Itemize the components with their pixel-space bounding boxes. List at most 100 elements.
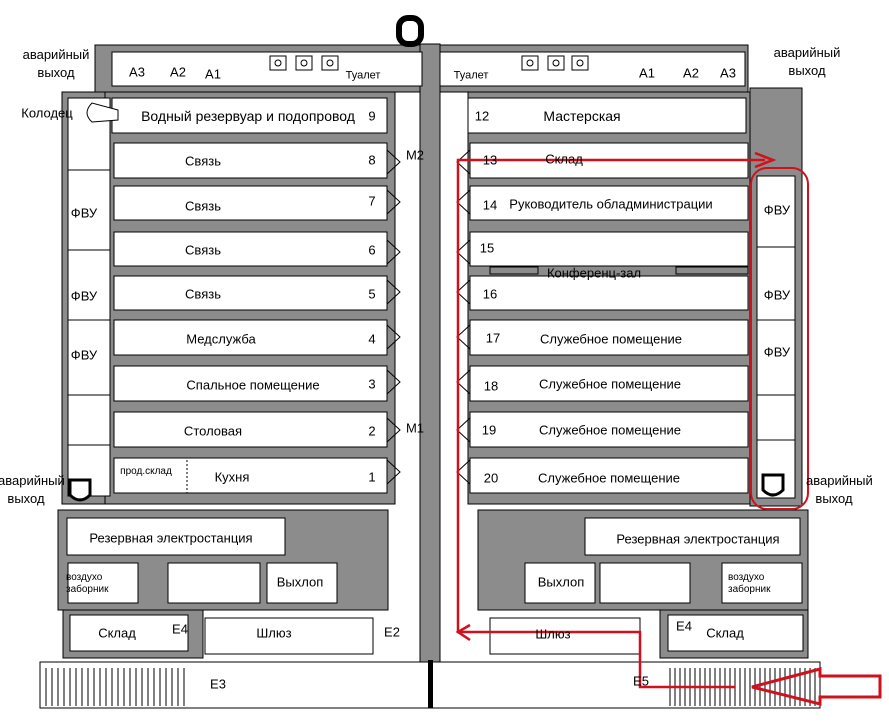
airlock-left-box bbox=[204, 617, 374, 655]
room-20-name: Служебное помещение bbox=[538, 470, 680, 486]
left-exit-shaft bbox=[68, 478, 92, 502]
toilet-bowl bbox=[552, 59, 560, 67]
left-room-box bbox=[113, 457, 388, 494]
label-a2-left: А2 bbox=[170, 64, 186, 80]
airlock-right-box bbox=[489, 617, 641, 655]
room-2-name: Столовая bbox=[183, 423, 243, 439]
toilet-bowl bbox=[274, 59, 282, 67]
label-m2: М2 bbox=[405, 147, 425, 163]
room-6-number: 6 bbox=[368, 242, 376, 258]
label-fvu-right-3: ФВУ bbox=[763, 344, 791, 360]
route-arrowhead-right bbox=[754, 151, 777, 169]
door-marker bbox=[386, 417, 401, 443]
left-room-box bbox=[113, 365, 388, 402]
toilet-bowl bbox=[576, 59, 584, 67]
room-5-number: 5 bbox=[368, 286, 376, 302]
door-marker bbox=[386, 459, 401, 485]
label-reserve-power-right: Резервная электростанция bbox=[616, 531, 780, 547]
door-marker bbox=[386, 324, 401, 350]
room-9-number: 9 bbox=[368, 108, 376, 124]
tunnel-divider bbox=[428, 660, 433, 708]
top-tower bbox=[396, 15, 424, 47]
room-19-name: Служебное помещение bbox=[539, 422, 681, 438]
conference-divider-left bbox=[489, 266, 539, 275]
label-toilet-right: Туалет bbox=[453, 69, 489, 82]
room-12-name: Мастерская bbox=[543, 108, 621, 124]
room-3-number: 3 bbox=[368, 376, 376, 392]
right-room-box bbox=[469, 365, 749, 402]
room-15-name: Конференц-зал bbox=[546, 265, 642, 281]
air-intake-left-box bbox=[67, 562, 139, 604]
label-storage-right: Склад bbox=[706, 625, 744, 641]
label-emergency-exit-top-right: аварийный выход bbox=[773, 45, 841, 78]
label-e4-right: Е4 bbox=[676, 618, 692, 634]
room-13-name: Склад bbox=[545, 151, 583, 167]
label-air-intake-left: воздухо заборник bbox=[66, 572, 109, 595]
label-air-intake-right: воздухо заборник bbox=[728, 572, 771, 595]
left-room-box bbox=[113, 142, 388, 179]
air-intake-right-box bbox=[721, 562, 803, 604]
top-right-exit-area bbox=[439, 51, 746, 87]
label-food-store: прод.склад bbox=[120, 466, 172, 477]
label-toilet-left: Туалет bbox=[345, 69, 381, 82]
label-fvu-left-2: ФВУ bbox=[70, 288, 98, 304]
room-17-number: 17 bbox=[485, 330, 501, 346]
door-marker bbox=[386, 369, 401, 395]
door-marker bbox=[386, 279, 401, 305]
left-fvu-column bbox=[67, 97, 111, 497]
label-e4-left: Е4 bbox=[172, 621, 188, 637]
label-well: Колодец bbox=[21, 105, 73, 121]
room-18-number: 18 bbox=[483, 378, 499, 394]
label-fvu-right-1: ФВУ bbox=[763, 202, 791, 218]
storage-right-box bbox=[667, 614, 804, 652]
label-a1-left: А1 bbox=[205, 66, 221, 82]
route-path bbox=[456, 158, 765, 689]
room-3-name: Спальное помещение bbox=[186, 377, 320, 393]
toilet-bowl bbox=[326, 59, 334, 67]
door-marker bbox=[386, 149, 401, 175]
fvu-highlight-outline bbox=[750, 167, 809, 510]
left-room-box bbox=[113, 231, 388, 267]
left-room-box bbox=[113, 275, 388, 311]
room-19-number: 19 bbox=[481, 422, 497, 438]
machine-left-box bbox=[167, 562, 261, 604]
toilet-bowl bbox=[526, 59, 534, 67]
room-20-number: 20 bbox=[483, 470, 499, 486]
right-exit-shaft bbox=[761, 473, 785, 497]
room-7-name: Связь bbox=[185, 198, 221, 214]
room-4-name: Медслужба bbox=[186, 331, 256, 347]
toilet-bowl bbox=[300, 59, 308, 67]
room-14-name: Руководитель обладминистрации bbox=[509, 196, 713, 212]
label-emergency-exit-bottom-right: аварийный выход bbox=[806, 473, 873, 506]
room-14-number: 14 bbox=[482, 197, 498, 213]
reserve-power-left-box bbox=[66, 517, 286, 556]
label-fvu-left-3: ФВУ bbox=[70, 347, 98, 363]
label-airlock-right: Шлюз bbox=[535, 626, 571, 642]
label-fvu-left-1: ФВУ bbox=[70, 205, 98, 221]
well-icon bbox=[86, 102, 119, 123]
top-left-exit-area bbox=[111, 51, 423, 87]
right-room-box bbox=[469, 411, 749, 448]
exhaust-left-box bbox=[266, 562, 338, 604]
room-1-name: Кухня bbox=[214, 469, 250, 485]
label-a3-left: А3 bbox=[129, 64, 145, 80]
label-emergency-exit-bottom-left: аварийный выход bbox=[0, 473, 65, 506]
right-room-box bbox=[469, 185, 749, 221]
label-exhaust-right: Выхлоп bbox=[537, 574, 585, 590]
label-emergency-exit-top-left: аварийный выход bbox=[22, 47, 90, 80]
machine-right-box bbox=[599, 562, 691, 604]
label-airlock-left: Шлюз bbox=[256, 625, 292, 641]
room-8-number: 8 bbox=[368, 152, 376, 168]
room-4-number: 4 bbox=[368, 331, 376, 347]
room-2-number: 2 bbox=[368, 423, 376, 439]
storage-left-box bbox=[69, 614, 189, 652]
door-marker bbox=[386, 239, 401, 265]
room-13-number: 13 bbox=[482, 152, 498, 168]
right-room-box bbox=[469, 457, 749, 494]
room-6-name: Связь bbox=[185, 242, 221, 258]
room-16-number: 16 bbox=[482, 286, 498, 302]
label-a3-right: А3 bbox=[720, 65, 736, 81]
label-exhaust-left: Выхлоп bbox=[276, 574, 324, 590]
